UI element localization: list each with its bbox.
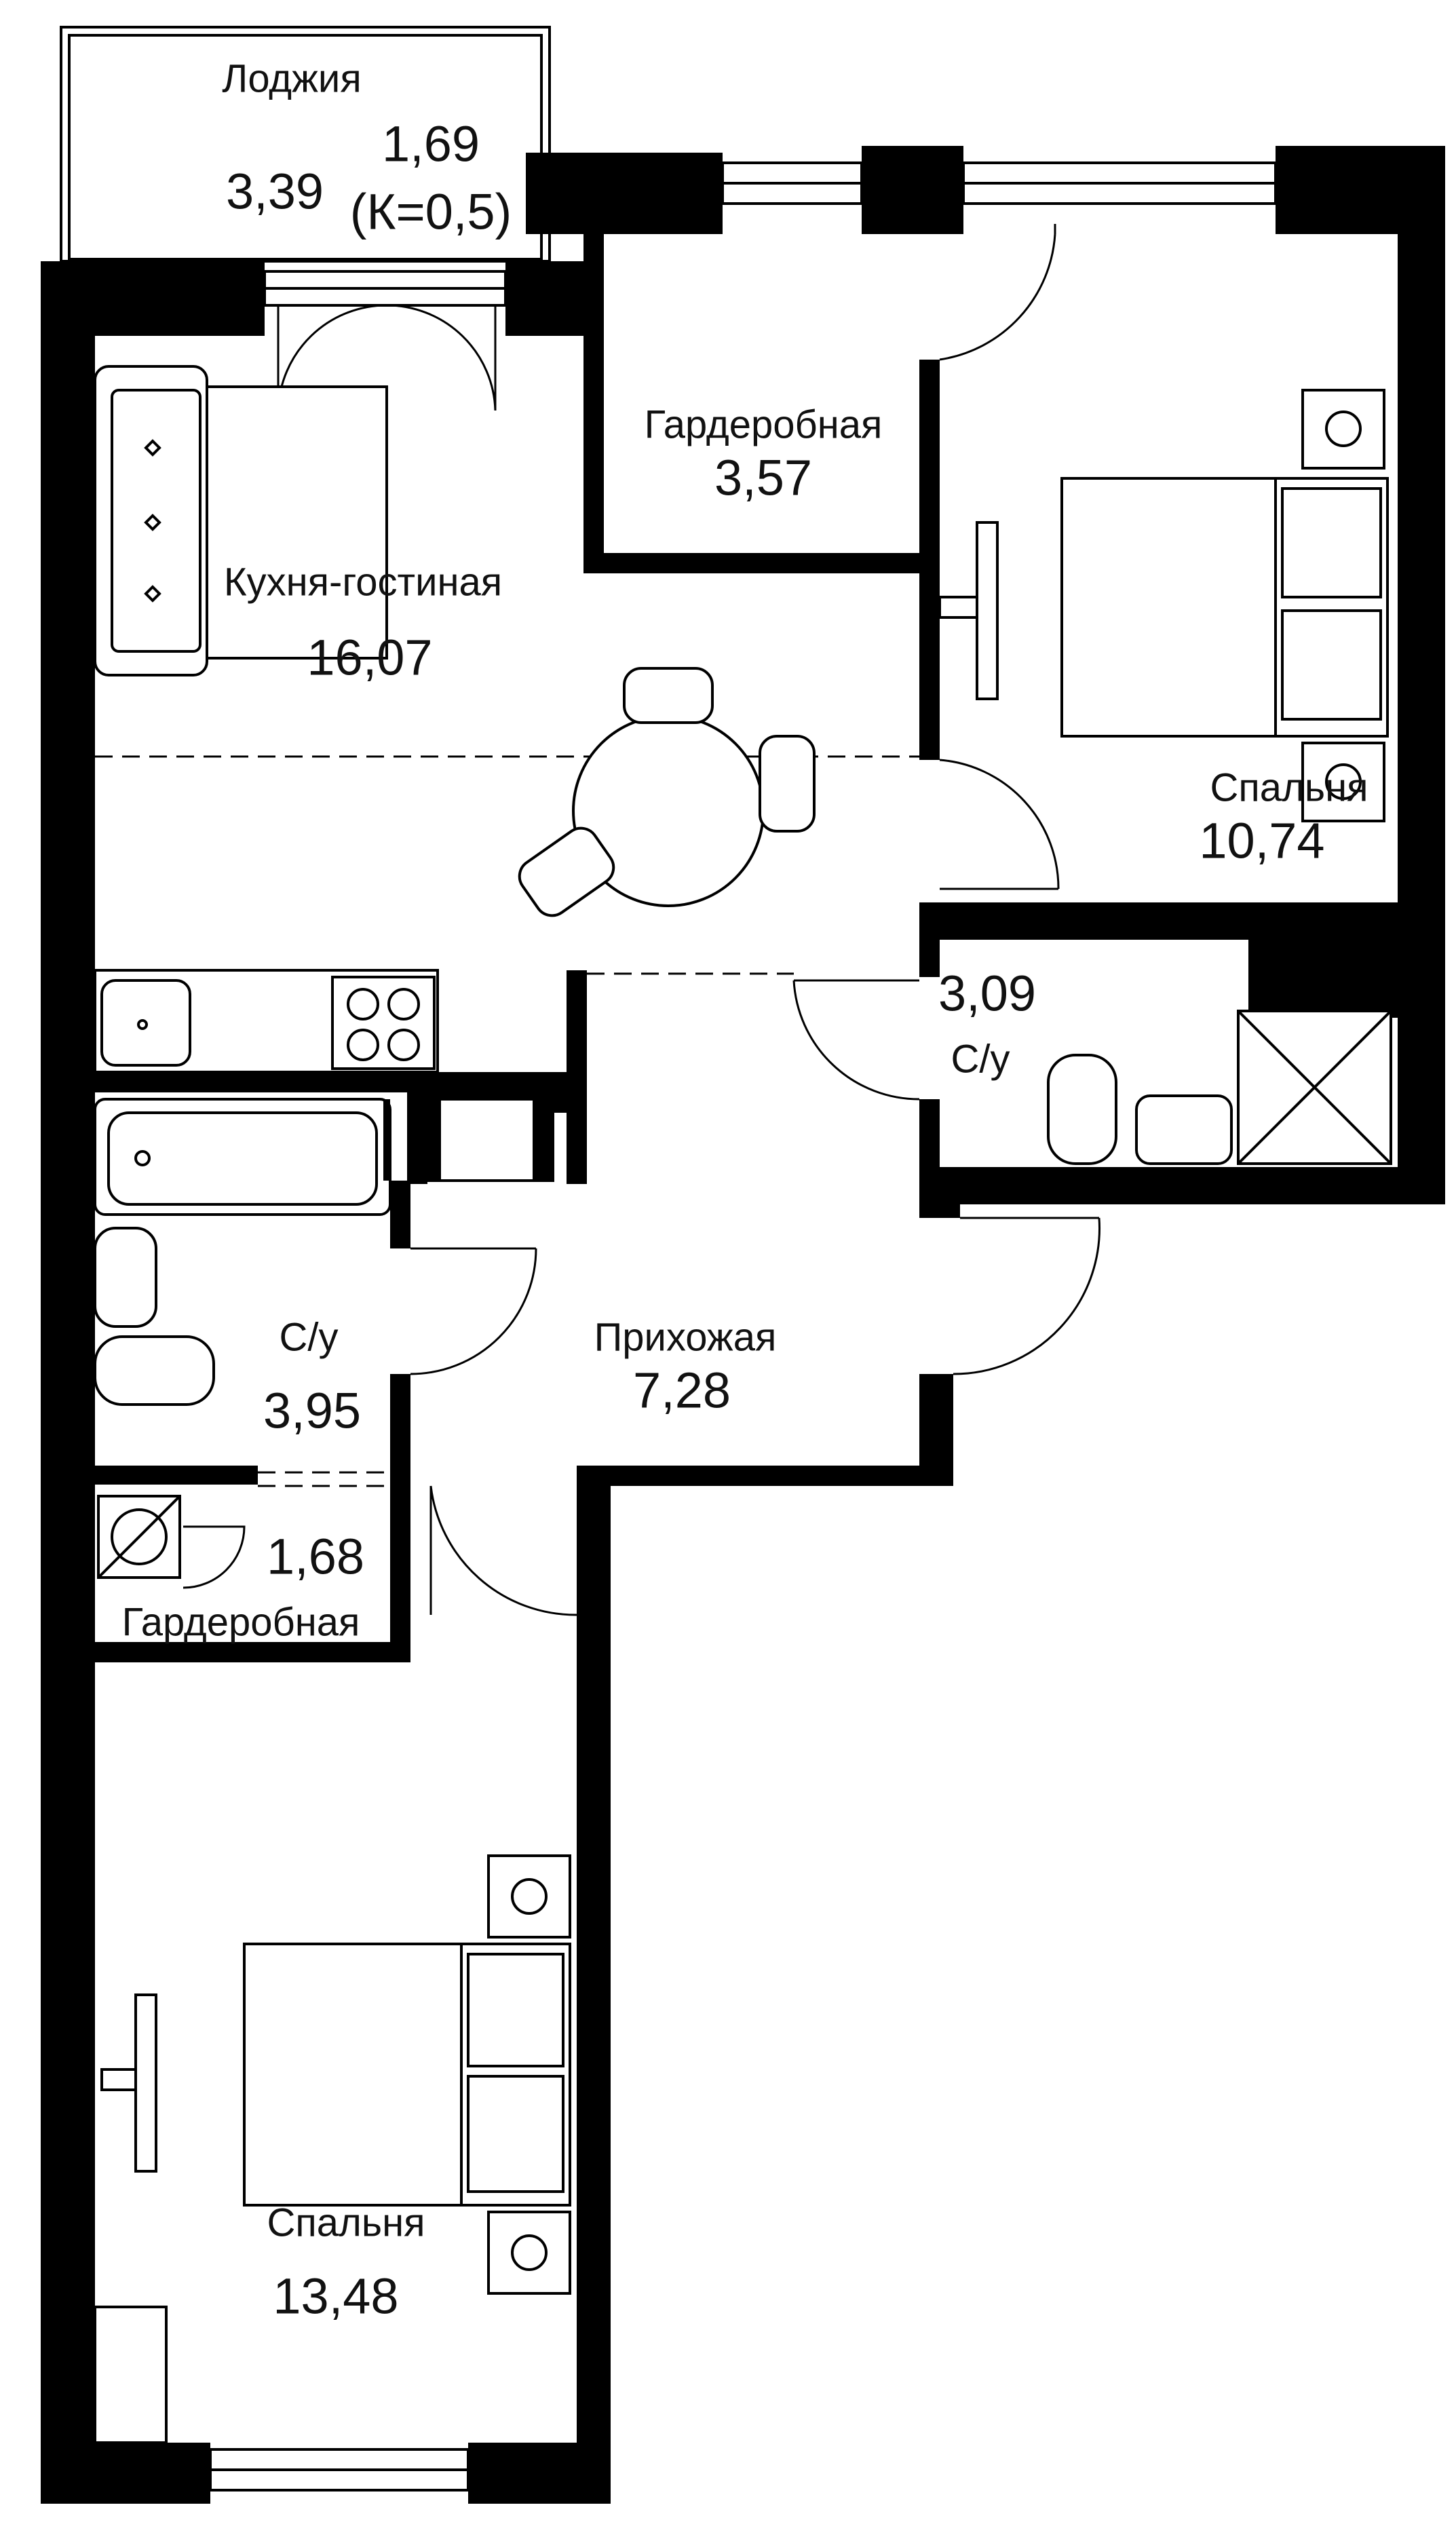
sofa [94,365,388,676]
bathroom-right-name: С/у [951,1037,1010,1081]
loggia-area: 3,39 [226,164,324,220]
bathroom-left-area: 3,95 [263,1383,361,1439]
bedroom-bottom-name: Спальня [267,2200,425,2245]
bedroom-bottom-area: 13,48 [273,2268,398,2325]
bathroom-right-area: 3,09 [938,966,1036,1022]
loggia-outline [60,26,551,263]
doors [183,224,1101,1616]
bed-right [938,389,1389,822]
wardrobe-top-area: 3,57 [714,450,812,506]
wardrobe-top-name: Гардеробная [645,402,883,446]
bedroom-right-name: Спальня [1210,765,1368,809]
wardrobe-small-area: 1,68 [267,1529,364,1585]
bathroom-left-name: С/у [280,1315,339,1359]
hallway-area: 7,28 [633,1362,731,1419]
bath-right-fixtures [1047,1010,1392,1165]
wardrobe-small-fixtures [97,1495,181,1579]
dining-table [518,667,816,917]
kitchen-living-name: Кухня-гостиная [224,560,502,604]
loggia-name: Лоджия [222,56,362,100]
bath-left-fixtures [94,1098,554,1406]
bedroom-right-area: 10,74 [1199,813,1324,869]
loggia-area-reduced: 1,69 [382,116,480,172]
labels: Лоджия 3,39 1,69 (К=0,5) Гардеробная 3,5… [122,56,1368,2324]
bed-bottom [94,1854,571,2444]
hallway-name: Прихожая [594,1315,777,1359]
walls [41,146,1445,2504]
kitchen-counter [94,969,439,1073]
loggia-coefficient: (К=0,5) [350,184,512,240]
wardrobe-small-name: Гардеробная [122,1600,360,1644]
kitchen-living-area: 16,07 [307,630,432,686]
